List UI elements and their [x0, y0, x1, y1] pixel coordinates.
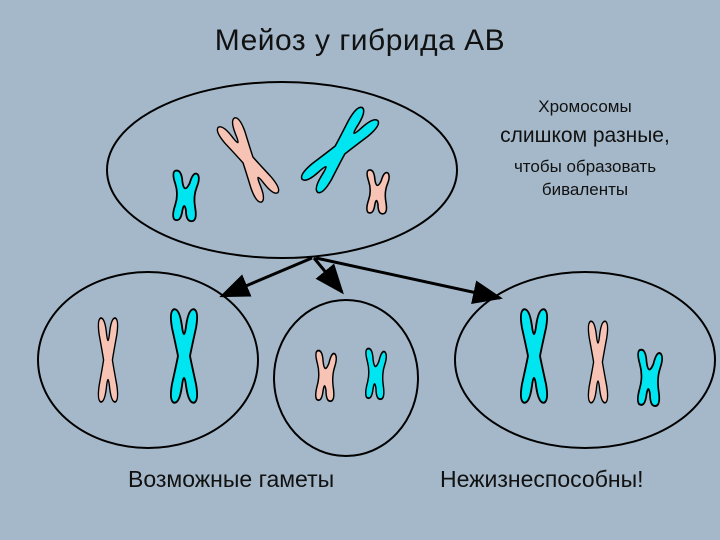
gamete-left-chromosome-b [169, 308, 199, 404]
division-arrows [219, 256, 503, 304]
arrow-left [219, 256, 313, 298]
gamete-right-chromosome-b [519, 308, 549, 404]
gamete-left [37, 271, 259, 449]
gamete-right-chromosome-b-small [636, 348, 664, 407]
gamete-middle-chromosome-a [314, 349, 338, 403]
note-line-1: Хромосомы [538, 97, 632, 116]
caption-possible-gametes: Возможные гаметы [128, 466, 335, 492]
note-line-3: чтобы образовать [513, 156, 657, 176]
chromosome-a-small [366, 169, 390, 215]
gamete-middle-chromosome-b [364, 347, 388, 401]
arrow-middle [312, 257, 344, 295]
chromosome-b-small [172, 169, 200, 223]
parent-cell [106, 81, 458, 259]
caption-nonviable: Нежизнеспособны! [440, 466, 644, 492]
chromosome-a-large [214, 115, 282, 205]
parent-cell-note: Хромосомы слишком разные, чтобы образова… [470, 96, 700, 200]
gamete-left-chromosome-a [97, 317, 119, 403]
note-line-4: биваленты [541, 179, 629, 199]
gamete-right-chromosome-a [587, 320, 609, 404]
gamete-middle [273, 299, 419, 457]
diagram-title: Мейоз у гибрида АВ [214, 24, 506, 57]
note-line-2: слишком разные, [500, 124, 670, 148]
gamete-right [454, 271, 716, 449]
arrow-right [315, 256, 503, 304]
